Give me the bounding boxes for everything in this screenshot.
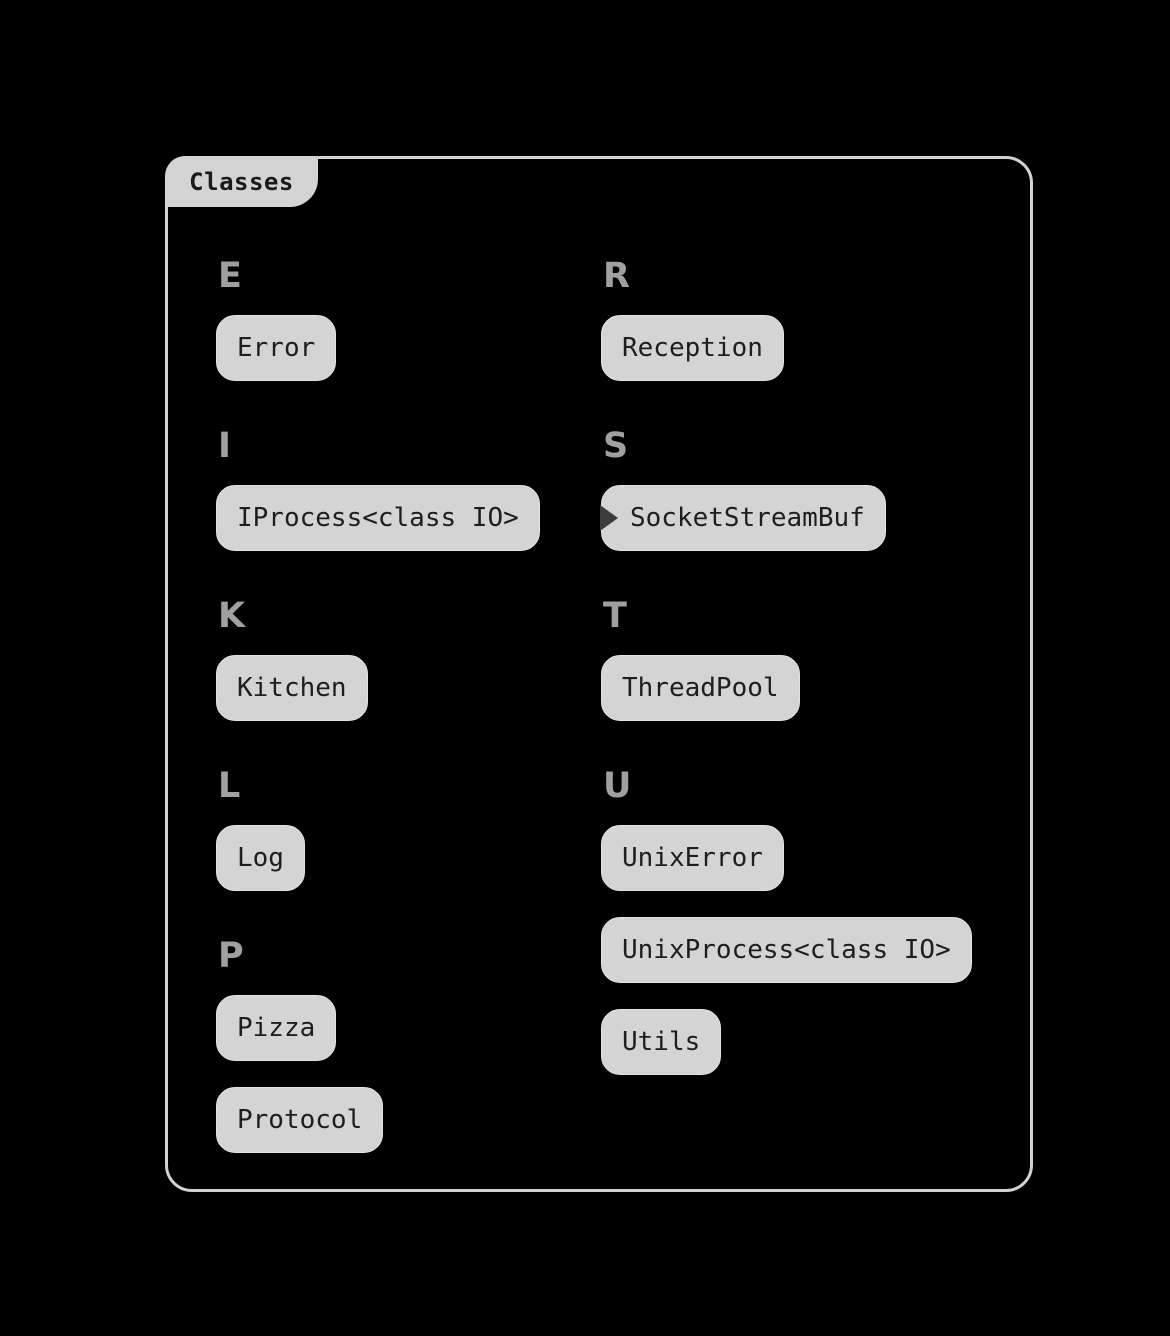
class-name: SocketStreamBuf: [630, 503, 865, 533]
class-name: Error: [237, 333, 316, 363]
letter-heading: K: [218, 596, 246, 636]
class-index: E Error I IProcess<class IO> K Kitchen L…: [216, 258, 986, 1200]
class-name: IProcess<class IO>: [237, 503, 519, 533]
letter-heading: R: [603, 256, 630, 296]
class-link[interactable]: Utils: [601, 1009, 722, 1075]
letter-group-i: I IProcess<class IO>: [216, 428, 601, 551]
class-link[interactable]: Error: [216, 315, 337, 381]
class-name: Protocol: [237, 1105, 363, 1135]
classes-panel: Classes E Error I IProcess<class IO> K K…: [165, 156, 1033, 1192]
panel-title: Classes: [189, 167, 294, 196]
letter-group-s: S SocketStreamBuf: [600, 426, 986, 551]
class-link[interactable]: Pizza: [216, 995, 337, 1061]
class-name: Pizza: [237, 1013, 316, 1043]
letter-heading: I: [218, 426, 232, 466]
class-link[interactable]: Protocol: [216, 1087, 384, 1153]
class-list: UnixError UnixProcess<class IO> Utils: [601, 825, 986, 1075]
letter-heading: T: [603, 596, 627, 636]
class-list: Pizza Protocol: [216, 995, 601, 1153]
letter-heading: U: [603, 766, 632, 806]
panel-tab: Classes: [165, 156, 318, 207]
letter-group-u: U UnixError UnixProcess<class IO> Utils: [601, 768, 986, 1075]
letter-heading: E: [218, 256, 242, 296]
class-name: ThreadPool: [622, 673, 779, 703]
class-link[interactable]: Log: [216, 825, 305, 891]
letter-group-e: E Error: [216, 258, 601, 381]
class-list: SocketStreamBuf: [600, 485, 986, 551]
class-list: Kitchen: [216, 655, 601, 721]
class-name: Kitchen: [237, 673, 347, 703]
column-right: R Reception S SocketStreamBuf T ThreadPo…: [600, 258, 986, 1200]
class-link[interactable]: Reception: [601, 315, 784, 381]
class-list: IProcess<class IO>: [216, 485, 601, 551]
class-list: Error: [216, 315, 601, 381]
column-left: E Error I IProcess<class IO> K Kitchen L…: [216, 258, 601, 1200]
class-link[interactable]: SocketStreamBuf: [600, 485, 886, 551]
class-link[interactable]: UnixProcess<class IO>: [601, 917, 972, 983]
class-link[interactable]: UnixError: [601, 825, 784, 891]
letter-heading: S: [603, 426, 629, 466]
letter-group-l: L Log: [216, 768, 601, 891]
class-list: ThreadPool: [601, 655, 986, 721]
letter-group-p: P Pizza Protocol: [216, 938, 601, 1153]
class-link[interactable]: IProcess<class IO>: [216, 485, 540, 551]
letter-heading: P: [218, 936, 244, 976]
letter-group-t: T ThreadPool: [601, 598, 986, 721]
triangle-right-icon: [600, 505, 618, 531]
letter-heading: L: [218, 766, 241, 806]
class-name: UnixError: [622, 843, 763, 873]
class-link[interactable]: Kitchen: [216, 655, 368, 721]
class-name: UnixProcess<class IO>: [622, 935, 951, 965]
letter-group-r: R Reception: [601, 258, 986, 381]
class-name: Log: [237, 843, 284, 873]
class-name: Reception: [622, 333, 763, 363]
letter-group-k: K Kitchen: [216, 598, 601, 721]
class-list: Reception: [601, 315, 986, 381]
class-name: Utils: [622, 1027, 701, 1057]
class-list: Log: [216, 825, 601, 891]
class-link[interactable]: ThreadPool: [601, 655, 800, 721]
